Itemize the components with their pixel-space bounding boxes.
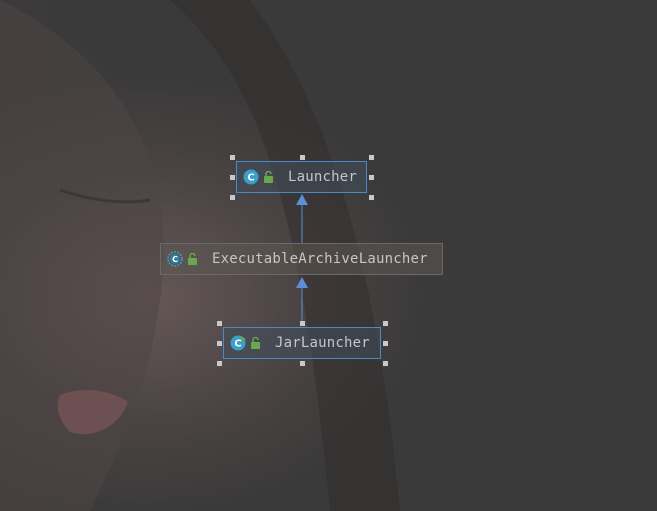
class-name-jar-launcher: JarLauncher: [275, 335, 370, 351]
selection-handle[interactable]: [300, 155, 305, 160]
class-node-jar-launcher[interactable]: C JarLauncher: [223, 327, 381, 359]
selection-handle[interactable]: [217, 361, 222, 366]
abstract-class-icon: C: [167, 251, 183, 267]
selection-handle[interactable]: [383, 361, 388, 366]
svg-text:C: C: [234, 339, 241, 350]
arrowhead-icon: [296, 277, 308, 288]
selection-handle[interactable]: [369, 155, 374, 160]
class-name-launcher: Launcher: [288, 169, 358, 185]
public-lock-icon: [251, 337, 260, 349]
selection-handle[interactable]: [300, 361, 305, 366]
svg-text:C: C: [247, 173, 254, 184]
class-name-executable-archive-launcher: ExecutableArchiveLauncher: [212, 251, 428, 267]
selection-handle[interactable]: [217, 341, 222, 346]
selection-handle[interactable]: [300, 321, 305, 326]
arrowhead-icon: [296, 194, 308, 205]
class-node-executable-archive-launcher[interactable]: C ExecutableArchiveLauncher: [160, 243, 443, 275]
selection-handle[interactable]: [383, 321, 388, 326]
selection-handle[interactable]: [217, 321, 222, 326]
selection-handle[interactable]: [230, 195, 235, 200]
class-node-launcher[interactable]: C Launcher: [236, 161, 367, 193]
selection-handle[interactable]: [383, 341, 388, 346]
svg-text:C: C: [172, 255, 178, 264]
runnable-class-icon: C: [230, 335, 246, 351]
class-icon: C: [243, 169, 259, 185]
selection-handle[interactable]: [369, 195, 374, 200]
selection-handle[interactable]: [369, 175, 374, 180]
public-lock-icon: [264, 171, 273, 183]
selection-handle[interactable]: [230, 155, 235, 160]
public-lock-icon: [188, 253, 197, 265]
selection-handle[interactable]: [230, 175, 235, 180]
